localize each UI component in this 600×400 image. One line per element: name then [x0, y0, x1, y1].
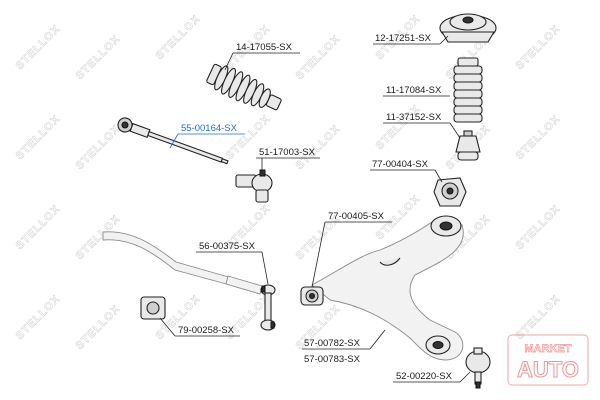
watermark-4: STELLOX: [14, 293, 63, 342]
logo-line2: AUTO: [517, 357, 579, 382]
label-79-00258-SX[interactable]: 79-00258-SX: [178, 325, 235, 336]
label-77-00404-SX[interactable]: 77-00404-SX: [372, 159, 429, 170]
tie-rod-end-part[interactable]: [235, 169, 273, 203]
watermark-layer: STELLOX STELLOX STELLOX STELLOX STELLOX …: [13, 13, 563, 353]
bump-stop-part[interactable]: [455, 130, 481, 161]
tie-rod-part[interactable]: [116, 116, 230, 169]
label-57-00782-SX[interactable]: 57-00782-SX: [304, 338, 361, 349]
stabilizer-link-part[interactable]: [260, 284, 276, 331]
watermark-15: STELLOX: [294, 33, 343, 82]
watermark-1: STELLOX: [14, 23, 63, 72]
steering-boot-part[interactable]: [204, 60, 285, 117]
watermark-8: STELLOX: [74, 303, 123, 352]
market-auto-logo: MARKET AUTO: [507, 334, 589, 386]
label-77-00405-SX[interactable]: 77-00405-SX: [328, 211, 385, 222]
front-arm-bushing-part[interactable]: [300, 286, 324, 306]
watermark-20: STELLOX: [374, 103, 423, 152]
watermark-26: STELLOX: [514, 113, 563, 162]
label-11-17084-SX[interactable]: 11-17084-SX: [386, 85, 442, 96]
label-56-00375-SX[interactable]: 56-00375-SX: [199, 241, 256, 252]
watermark-25: STELLOX: [514, 23, 563, 72]
control-arm-part[interactable]: [311, 215, 464, 361]
label-14-17055-SX[interactable]: 14-17055-SX: [236, 42, 293, 53]
strut-mount-part[interactable]: [439, 13, 497, 43]
strut-dust-boot-part[interactable]: [453, 57, 483, 123]
stabilizer-bushing-part[interactable]: [140, 296, 166, 320]
label-51-17003-SX[interactable]: 51-17003-SX: [259, 147, 316, 158]
label-57-00783-SX[interactable]: 57-00783-SX: [304, 354, 361, 365]
watermark-9: STELLOX: [154, 13, 203, 62]
label-11-37152-SX[interactable]: 11-37152-SX: [386, 112, 442, 123]
ball-joint-part[interactable]: [465, 347, 491, 389]
watermark-6: STELLOX: [74, 123, 123, 172]
label-52-00220-SX[interactable]: 52-00220-SX: [396, 371, 453, 382]
watermark-5: STELLOX: [74, 33, 123, 82]
watermark-2: STELLOX: [14, 113, 63, 162]
label-12-17251-SX[interactable]: 12-17251-SX: [375, 33, 432, 44]
stabilizer-bar: [102, 231, 263, 295]
rear-arm-bushing-part[interactable]: [433, 177, 467, 207]
watermark-27: STELLOX: [514, 203, 563, 252]
watermark-3: STELLOX: [14, 203, 63, 252]
label-55-00164-SX[interactable]: 55-00164-SX: [181, 123, 238, 134]
logo-line1: MARKET: [524, 343, 571, 355]
